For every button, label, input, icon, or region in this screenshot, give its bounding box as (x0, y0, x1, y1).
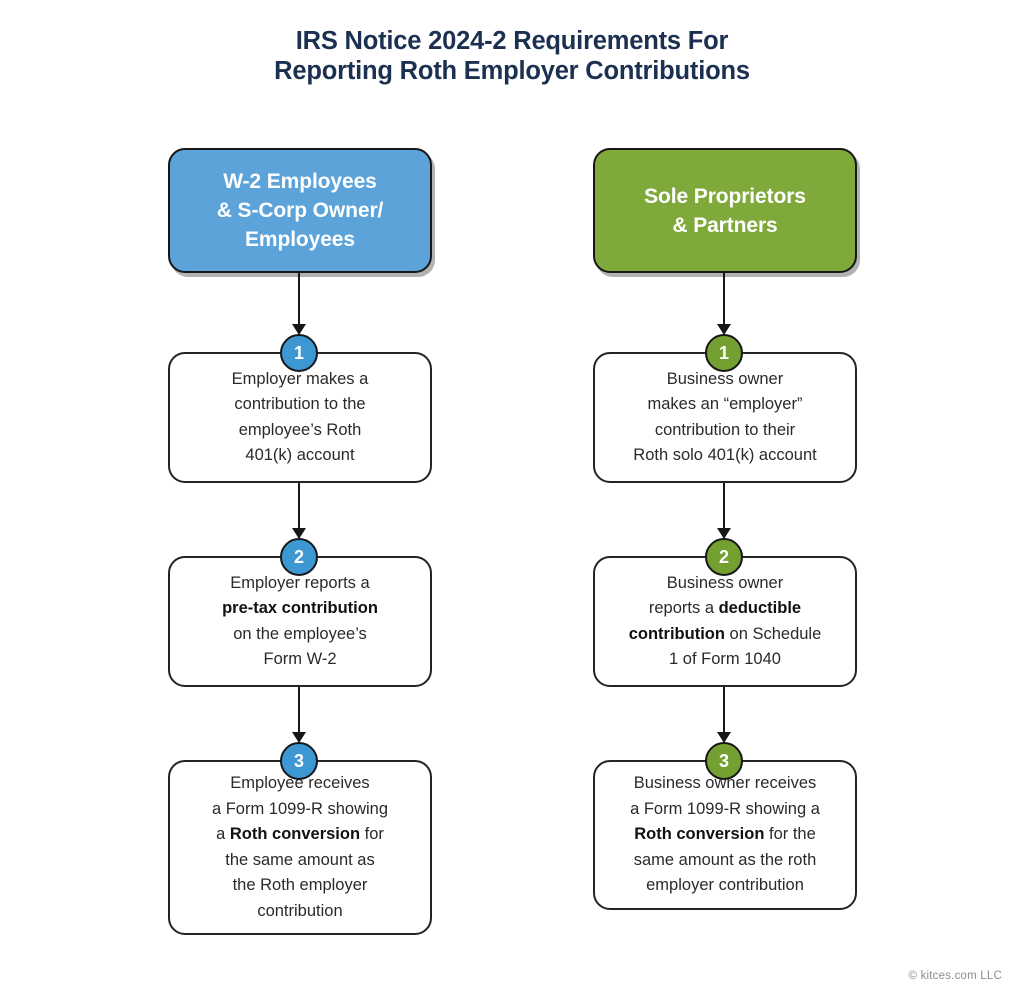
page-title-line-2: Reporting Roth Employer Contributions (274, 57, 750, 85)
step-3-line-1: Employee receives (230, 774, 370, 792)
step-3-line-2: a Form 1099-R showing (211, 799, 389, 818)
flow-column-sole-proprietors: Sole Proprietors & Partners 1 Business o… (575, 0, 875, 1000)
footer-credit: © kitces.com LLC (908, 970, 1002, 982)
step-1-line-4: Roth solo 401(k) account (633, 446, 817, 464)
step-badge-1-number: 1 (293, 342, 304, 363)
header-box-sole-proprietors: Sole Proprietors & Partners (593, 148, 857, 273)
step-3-line-5: the Roth employer (232, 876, 368, 894)
header-line-1: Sole Proprietors (644, 184, 806, 208)
step-2-line-2: reports a deductible (648, 599, 802, 617)
step-badge-2: 2 (280, 538, 318, 576)
step-3-line-3: Roth conversion for the (634, 825, 816, 844)
header-line-3: Employees (244, 228, 355, 251)
flow-column-w2-employees: W-2 Employees & S-Corp Owner/ Employees … (150, 0, 450, 1000)
arrow-down-icon (292, 528, 306, 539)
step-badge-1: 1 (280, 334, 318, 372)
step-3-line-3: a Roth conversion for (216, 825, 384, 843)
step-2-emphasis-b: contribution (628, 624, 725, 643)
header-box-w2-employees: W-2 Employees & S-Corp Owner/ Employees (168, 148, 432, 273)
step-badge-2: 2 (705, 538, 743, 576)
step-3-emphasis: Roth conversion (634, 825, 765, 844)
step-2-line-3: contribution on Schedule (628, 624, 822, 643)
step-3-line-2: a Form 1099-R showing a (630, 799, 820, 818)
step-2-emphasis: pre-tax contribution (222, 599, 378, 617)
page-title: IRS Notice 2024-2 Requirements For Repor… (0, 26, 1024, 86)
connector-step-2-to-step-3 (292, 687, 306, 743)
step-3-line-1: Business owner receives (633, 774, 817, 793)
step-badge-1: 1 (705, 334, 743, 372)
step-2-emphasis-a: deductible (718, 599, 802, 617)
step-2-line-1: Business owner (666, 573, 784, 592)
step-badge-2-number: 2 (293, 546, 304, 567)
connector-step-1-to-step-2 (292, 483, 306, 539)
step-badge-3: 3 (280, 742, 318, 780)
arrow-down-icon (292, 324, 306, 335)
connector-step-2-to-step-3 (717, 687, 731, 743)
step-box-1: Business owner makes an “employer” contr… (593, 352, 857, 483)
step-badge-1-number: 1 (718, 342, 729, 363)
step-3-line-6: contribution (257, 901, 343, 920)
header-line-2: & S-Corp Owner/ (216, 199, 384, 222)
step-1-line-1: Employer makes a (231, 369, 369, 388)
arrow-down-icon (717, 732, 731, 743)
step-box-3: Employee receives a Form 1099-R showing … (168, 760, 432, 935)
header-line-1: W-2 Employees (223, 170, 377, 193)
step-1-line-4: 401(k) account (245, 446, 355, 464)
step-3-line-5: employer contribution (646, 876, 804, 895)
arrow-down-icon (717, 528, 731, 539)
header-line-2: & Partners (672, 213, 778, 237)
arrow-down-icon (292, 732, 306, 743)
connector-header-to-step-1 (717, 273, 731, 335)
step-3-line-4: same amount as the roth (633, 850, 817, 869)
step-1-line-3: contribution to their (654, 420, 796, 439)
step-1-line-2: makes an “employer” (647, 395, 803, 413)
step-2-line-2: pre-tax contribution (222, 596, 378, 622)
step-2-line-1: Employer reports a (230, 573, 370, 592)
step-2-line-3: on the employee’s (233, 624, 367, 643)
step-box-2: Business owner reports a deductible cont… (593, 556, 857, 687)
step-3-emphasis: Roth conversion (229, 825, 361, 843)
step-badge-3: 3 (705, 742, 743, 780)
connector-step-1-to-step-2 (717, 483, 731, 539)
page-title-line-1: IRS Notice 2024-2 Requirements For (295, 27, 729, 55)
step-1-line-3: employee’s Roth (238, 420, 362, 439)
step-3-line-4: the same amount as (225, 850, 375, 869)
step-1-line-1: Business owner (666, 369, 784, 388)
connector-header-to-step-1 (292, 273, 306, 335)
arrow-down-icon (717, 324, 731, 335)
step-2-line-4: Form W-2 (263, 650, 337, 668)
step-1-line-2: contribution to the (234, 395, 366, 413)
step-badge-3-number: 3 (293, 750, 304, 771)
step-2-line-4: 1 of Form 1040 (669, 650, 781, 668)
step-box-3: Business owner receives a Form 1099-R sh… (593, 760, 857, 910)
step-box-2: Employer reports a pre-tax contribution … (168, 556, 432, 687)
step-box-1: Employer makes a contribution to the emp… (168, 352, 432, 483)
step-badge-3-number: 3 (718, 750, 729, 771)
step-badge-2-number: 2 (718, 546, 729, 567)
